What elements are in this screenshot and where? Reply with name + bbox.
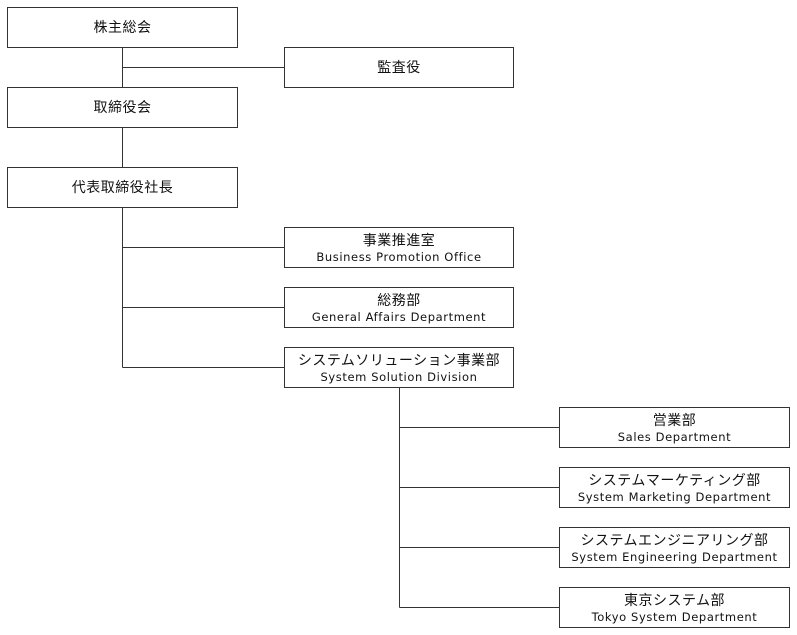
node-auditor: 監査役 <box>284 47 514 88</box>
node-tokyo-system-department: 東京システム部 Tokyo System Department <box>559 587 790 628</box>
node-shareholders-meeting: 株主総会 <box>7 7 238 48</box>
node-label-ja: システムエンジニアリング部 <box>580 532 769 549</box>
node-label-ja: 取締役会 <box>93 99 152 116</box>
node-president: 代表取締役社長 <box>7 167 238 208</box>
node-label-en: General Affairs Department <box>311 309 487 324</box>
node-label-en: Business Promotion Office <box>316 249 482 264</box>
node-label-en: System Marketing Department <box>577 489 772 504</box>
node-system-engineering-department: システムエンジニアリング部 System Engineering Departm… <box>559 527 790 568</box>
node-label-ja: 株主総会 <box>93 19 152 36</box>
node-business-promotion-office: 事業推進室 Business Promotion Office <box>284 227 514 268</box>
node-label-ja: システムマーケティング部 <box>588 472 761 489</box>
node-system-marketing-department: システムマーケティング部 System Marketing Department <box>559 467 790 508</box>
node-label-ja: 代表取締役社長 <box>71 179 174 196</box>
node-board-of-directors: 取締役会 <box>7 87 238 128</box>
node-label-en: Tokyo System Department <box>591 609 758 624</box>
node-general-affairs-department: 総務部 General Affairs Department <box>284 287 514 328</box>
node-label-ja: 東京システム部 <box>623 592 726 609</box>
node-label-ja: 総務部 <box>377 292 421 309</box>
node-label-ja: 監査役 <box>377 59 421 76</box>
node-label-en: System Engineering Department <box>571 549 778 564</box>
node-label-ja: 営業部 <box>652 412 697 429</box>
node-system-solution-division: システムソリューション事業部 System Solution Division <box>284 347 514 388</box>
node-sales-department: 営業部 Sales Department <box>559 407 790 448</box>
node-label-ja: 事業推進室 <box>362 232 436 249</box>
node-label-ja: システムソリューション事業部 <box>297 352 501 369</box>
node-label-en: System Solution Division <box>320 369 478 384</box>
node-label-en: Sales Department <box>617 429 732 444</box>
